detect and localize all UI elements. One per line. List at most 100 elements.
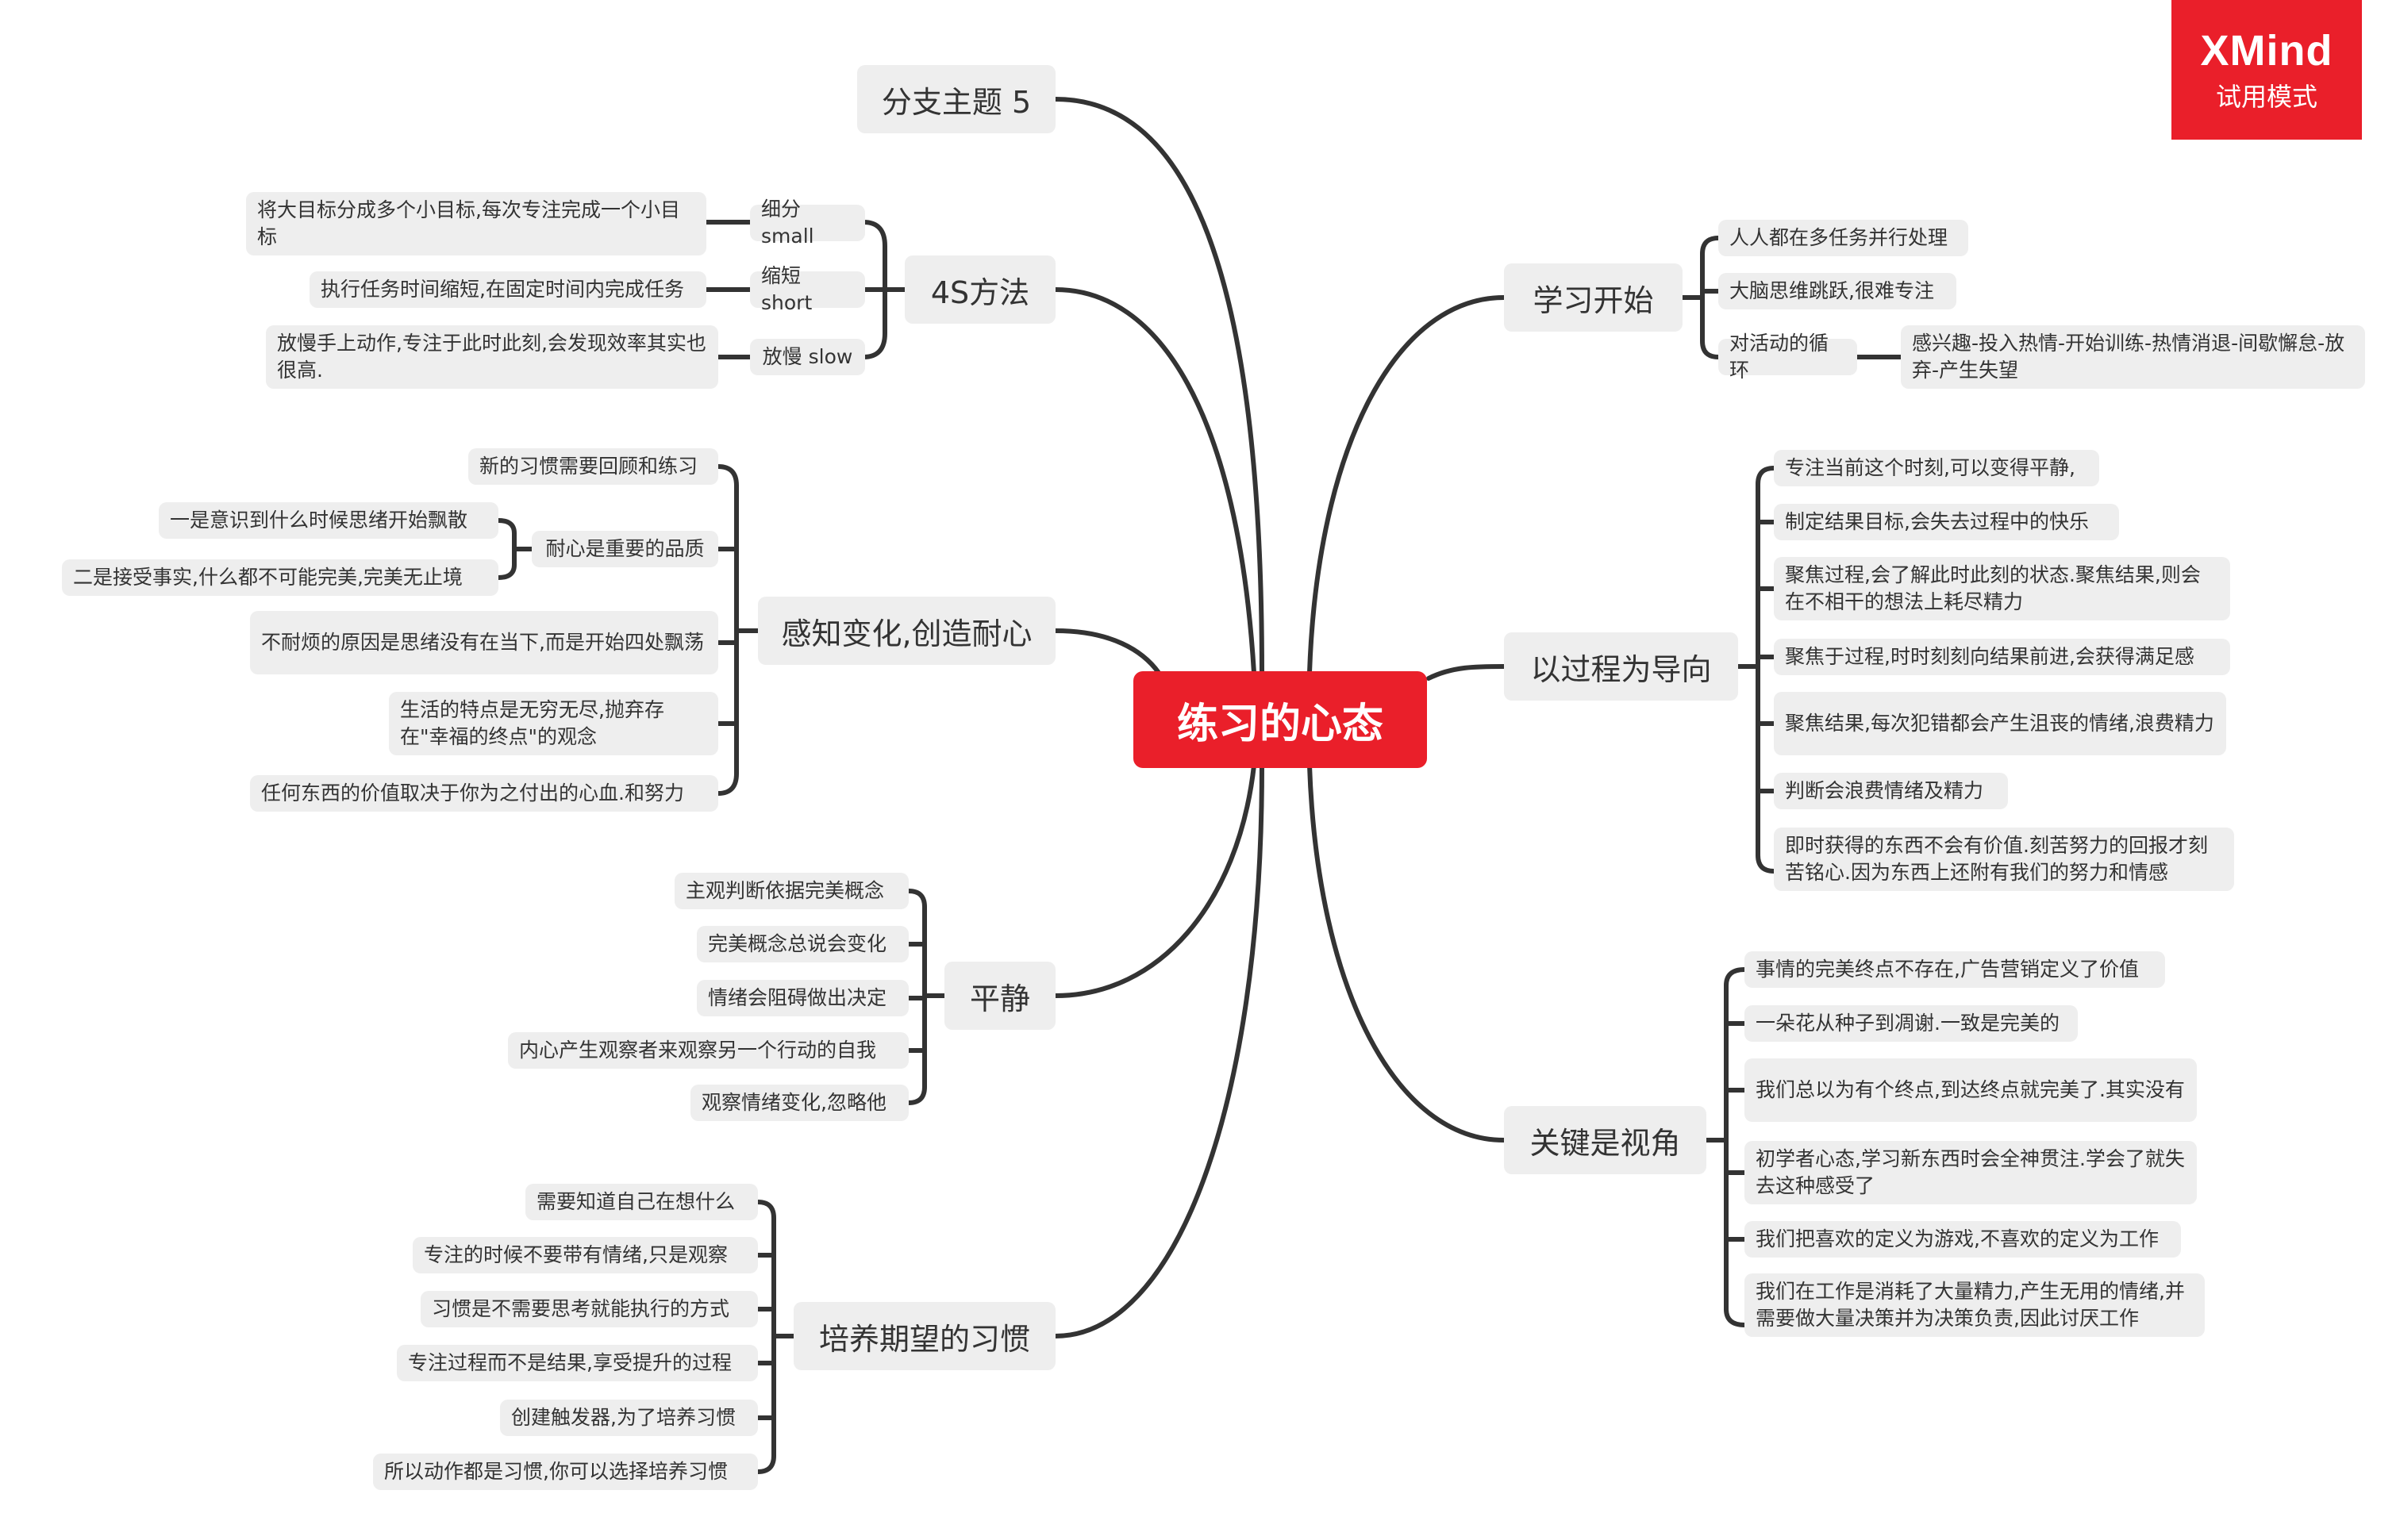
topic-patience-one-label: 一是意识到什么时候思绪开始飘散 [170, 509, 468, 532]
topic-view-2-label: 一朵花从种子到凋谢.一致是完美的 [1756, 1012, 2060, 1035]
topic-calm-5-label: 观察情绪变化,忽略他 [702, 1091, 887, 1114]
topic-view-1[interactable]: 事情的完美终点不存在,广告营销定义了价值 [1744, 951, 2165, 988]
branch-calm[interactable]: 平静 [944, 962, 1056, 1030]
topic-view-1-label: 事情的完美终点不存在,广告营销定义了价值 [1756, 958, 2139, 981]
topic-slow[interactable]: 放慢 slow [750, 339, 865, 375]
topic-patience-two[interactable]: 二是接受事实,什么都不可能完美,完美无止境 [62, 559, 498, 596]
branch-habit-label: 培养期望的习惯 [818, 1321, 1030, 1357]
topic-process-4-label: 聚焦于过程,时时刻刻向结果前进,会获得满足感 [1785, 645, 2194, 668]
topic-calm-1[interactable]: 主观判断依据完美概念 [675, 873, 909, 909]
topic-calm-3[interactable]: 情绪会阻碍做出决定 [697, 980, 909, 1016]
topic-short-detail[interactable]: 执行任务时间缩短,在固定时间内完成任务 [310, 271, 706, 308]
xmind-trial-badge[interactable]: XMind 试用模式 [2171, 0, 2362, 140]
topic-hard-focus[interactable]: 大脑思维跳跃,很难专注 [1718, 273, 1956, 309]
branch-topic-5[interactable]: 分支主题 5 [857, 65, 1056, 133]
topic-activity-cycle[interactable]: 对活动的循环 [1718, 332, 1857, 382]
topic-process-6-label: 判断会浪费情绪及精力 [1785, 779, 1984, 802]
root-topic[interactable]: 练习的心态 [1133, 671, 1427, 768]
topic-value-effort-label: 任何东西的价值取决于你为之付出的心血.和努力 [261, 782, 684, 805]
trial-mode-label: 试用模式 [2215, 82, 2317, 112]
topic-small-detail-label: 将大目标分成多个小目标,每次专注完成一个小目标 [257, 198, 680, 248]
bracket-4s [861, 220, 907, 359]
topic-view-3[interactable]: 我们总以为有个终点,到达终点就完美了.其实没有 [1744, 1058, 2197, 1122]
topic-habit-6-label: 所以动作都是习惯,你可以选择培养习惯 [384, 1460, 728, 1483]
link-root-start [1307, 295, 1506, 675]
link-root-4s [1053, 287, 1256, 675]
topic-process-3[interactable]: 聚焦过程,会了解此时此刻的状态.聚焦结果,则会在不相干的想法上耗尽精力 [1774, 557, 2230, 620]
topic-habit-5[interactable]: 创建触发器,为了培养习惯 [500, 1400, 758, 1436]
topic-view-6[interactable]: 我们在工作是消耗了大量精力,产生无用的情绪,并需要做大量决策并为决策负责,因此讨… [1744, 1273, 2205, 1337]
branch-4s-method[interactable]: 4S方法 [905, 255, 1056, 324]
branch-perspective-label: 关键是视角 [1529, 1125, 1681, 1161]
topic-life-endless-label: 生活的特点是无穷无尽,抛弃存在"幸福的终点"的观念 [400, 698, 664, 748]
topic-short[interactable]: 缩短 short [750, 264, 865, 314]
topic-process-1[interactable]: 专注当前这个时刻,可以变得平静, [1774, 450, 2099, 486]
branch-key-perspective[interactable]: 关键是视角 [1504, 1106, 1706, 1174]
topic-small-detail[interactable]: 将大目标分成多个小目标,每次专注完成一个小目标 [246, 192, 706, 255]
topic-habit-1[interactable]: 需要知道自己在想什么 [525, 1184, 758, 1220]
bracket-view [1704, 967, 1747, 1327]
topic-value-effort[interactable]: 任何东西的价值取决于你为之付出的心血.和努力 [250, 775, 718, 812]
topic-process-1-label: 专注当前这个时刻,可以变得平静, [1785, 456, 2075, 479]
topic-short-detail-label: 执行任务时间缩短,在固定时间内完成任务 [321, 278, 684, 301]
topic-impatience-cause[interactable]: 不耐烦的原因是思绪没有在当下,而是开始四处飘荡 [250, 611, 718, 674]
topic-life-endless[interactable]: 生活的特点是无穷无尽,抛弃存在"幸福的终点"的观念 [389, 692, 718, 755]
branch-learning-start[interactable]: 学习开始 [1504, 263, 1683, 332]
branch-topic-5-label: 分支主题 5 [881, 84, 1032, 120]
topic-short-label: 缩短 short [761, 264, 813, 314]
topic-process-4[interactable]: 聚焦于过程,时时刻刻向结果前进,会获得满足感 [1774, 639, 2230, 675]
topic-cycle-detail-label: 感兴趣-投入热情-开始训练-热情消退-间歇懈怠-放弃-产生失望 [1912, 332, 2345, 382]
topic-new-habit-label: 新的习惯需要回顾和练习 [479, 455, 698, 478]
topic-view-6-label: 我们在工作是消耗了大量精力,产生无用的情绪,并需要做大量决策并为决策负责,因此讨… [1756, 1280, 2185, 1330]
branch-cultivate-habit[interactable]: 培养期望的习惯 [794, 1302, 1056, 1370]
topic-slow-detail[interactable]: 放慢手上动作,专注于此时此刻,会发现效率其实也很高. [266, 325, 718, 389]
link-root-process [1426, 664, 1506, 681]
link-root-calm [1053, 763, 1256, 998]
topic-calm-5[interactable]: 观察情绪变化,忽略他 [690, 1085, 909, 1121]
topic-habit-1-label: 需要知道自己在想什么 [537, 1190, 736, 1213]
topic-process-7[interactable]: 即时获得的东西不会有价值.刻苦努力的回报才刻苦铭心.因为东西上还附有我们的努力和… [1774, 828, 2234, 891]
topic-calm-2[interactable]: 完美概念总说会变化 [697, 926, 909, 962]
bracket-habit [756, 1200, 796, 1474]
link-root-view [1307, 763, 1506, 1143]
topic-calm-3-label: 情绪会阻碍做出决定 [708, 986, 887, 1009]
topic-patience-one[interactable]: 一是意识到什么时候思绪开始飘散 [159, 502, 498, 539]
topic-calm-2-label: 完美概念总说会变化 [708, 932, 887, 955]
bracket-calm [906, 889, 947, 1105]
topic-calm-1-label: 主观判断依据完美概念 [686, 879, 885, 902]
topic-slow-detail-label: 放慢手上动作,专注于此时此刻,会发现效率其实也很高. [277, 332, 706, 382]
topic-hard-focus-label: 大脑思维跳跃,很难专注 [1729, 279, 1934, 302]
topic-small[interactable]: 细分 small [750, 198, 865, 248]
topic-habit-6[interactable]: 所以动作都是习惯,你可以选择培养习惯 [373, 1454, 758, 1490]
topic-patience[interactable]: 耐心是重要的品质 [532, 531, 718, 567]
branch-perception-patience[interactable]: 感知变化,创造耐心 [758, 597, 1056, 665]
topic-view-5[interactable]: 我们把喜欢的定义为游戏,不喜欢的定义为工作 [1744, 1221, 2181, 1258]
bracket-process [1736, 466, 1776, 874]
topic-habit-2[interactable]: 专注的时候不要带有情绪,只是观察 [413, 1237, 758, 1273]
topic-activity-cycle-label: 对活动的循环 [1729, 332, 1829, 382]
topic-multitask[interactable]: 人人都在多任务并行处理 [1718, 220, 1968, 256]
topic-calm-4[interactable]: 内心产生观察者来观察另一个行动的自我 [508, 1032, 909, 1069]
branch-process-oriented[interactable]: 以过程为导向 [1504, 632, 1738, 701]
branch-4s-label: 4S方法 [930, 275, 1030, 310]
topic-cycle-detail[interactable]: 感兴趣-投入热情-开始训练-热情消退-间歇懈怠-放弃-产生失望 [1901, 325, 2365, 389]
topic-view-3-label: 我们总以为有个终点,到达终点就完美了.其实没有 [1756, 1078, 2185, 1101]
link-root-habit [1053, 763, 1264, 1338]
topic-small-label: 细分 small [761, 198, 814, 248]
topic-view-4[interactable]: 初学者心态,学习新东西时会全神贯注.学会了就失去这种感受了 [1744, 1141, 2197, 1204]
topic-habit-3[interactable]: 习惯是不需要思考就能执行的方式 [421, 1291, 758, 1327]
topic-habit-4[interactable]: 专注过程而不是结果,享受提升的过程 [397, 1345, 758, 1381]
topic-process-5[interactable]: 聚焦结果,每次犯错都会产生沮丧的情绪,浪费精力 [1774, 692, 2226, 755]
topic-process-6[interactable]: 判断会浪费情绪及精力 [1774, 773, 2008, 809]
bracket-start [1680, 236, 1721, 359]
topic-view-2[interactable]: 一朵花从种子到凋谢.一致是完美的 [1744, 1005, 2078, 1042]
branch-perception-label: 感知变化,创造耐心 [781, 616, 1033, 651]
topic-impatience-cause-label: 不耐烦的原因是思绪没有在当下,而是开始四处飘荡 [261, 631, 704, 654]
topic-calm-4-label: 内心产生观察者来观察另一个行动的自我 [519, 1039, 877, 1062]
topic-process-2[interactable]: 制定结果目标,会失去过程中的快乐 [1774, 504, 2119, 540]
topic-new-habit[interactable]: 新的习惯需要回顾和练习 [468, 448, 718, 485]
topic-process-5-label: 聚焦结果,每次犯错都会产生沮丧的情绪,浪费精力 [1785, 712, 2214, 735]
link-4s-leaves [704, 220, 752, 359]
xmind-logo-text: XMind [2200, 27, 2333, 75]
